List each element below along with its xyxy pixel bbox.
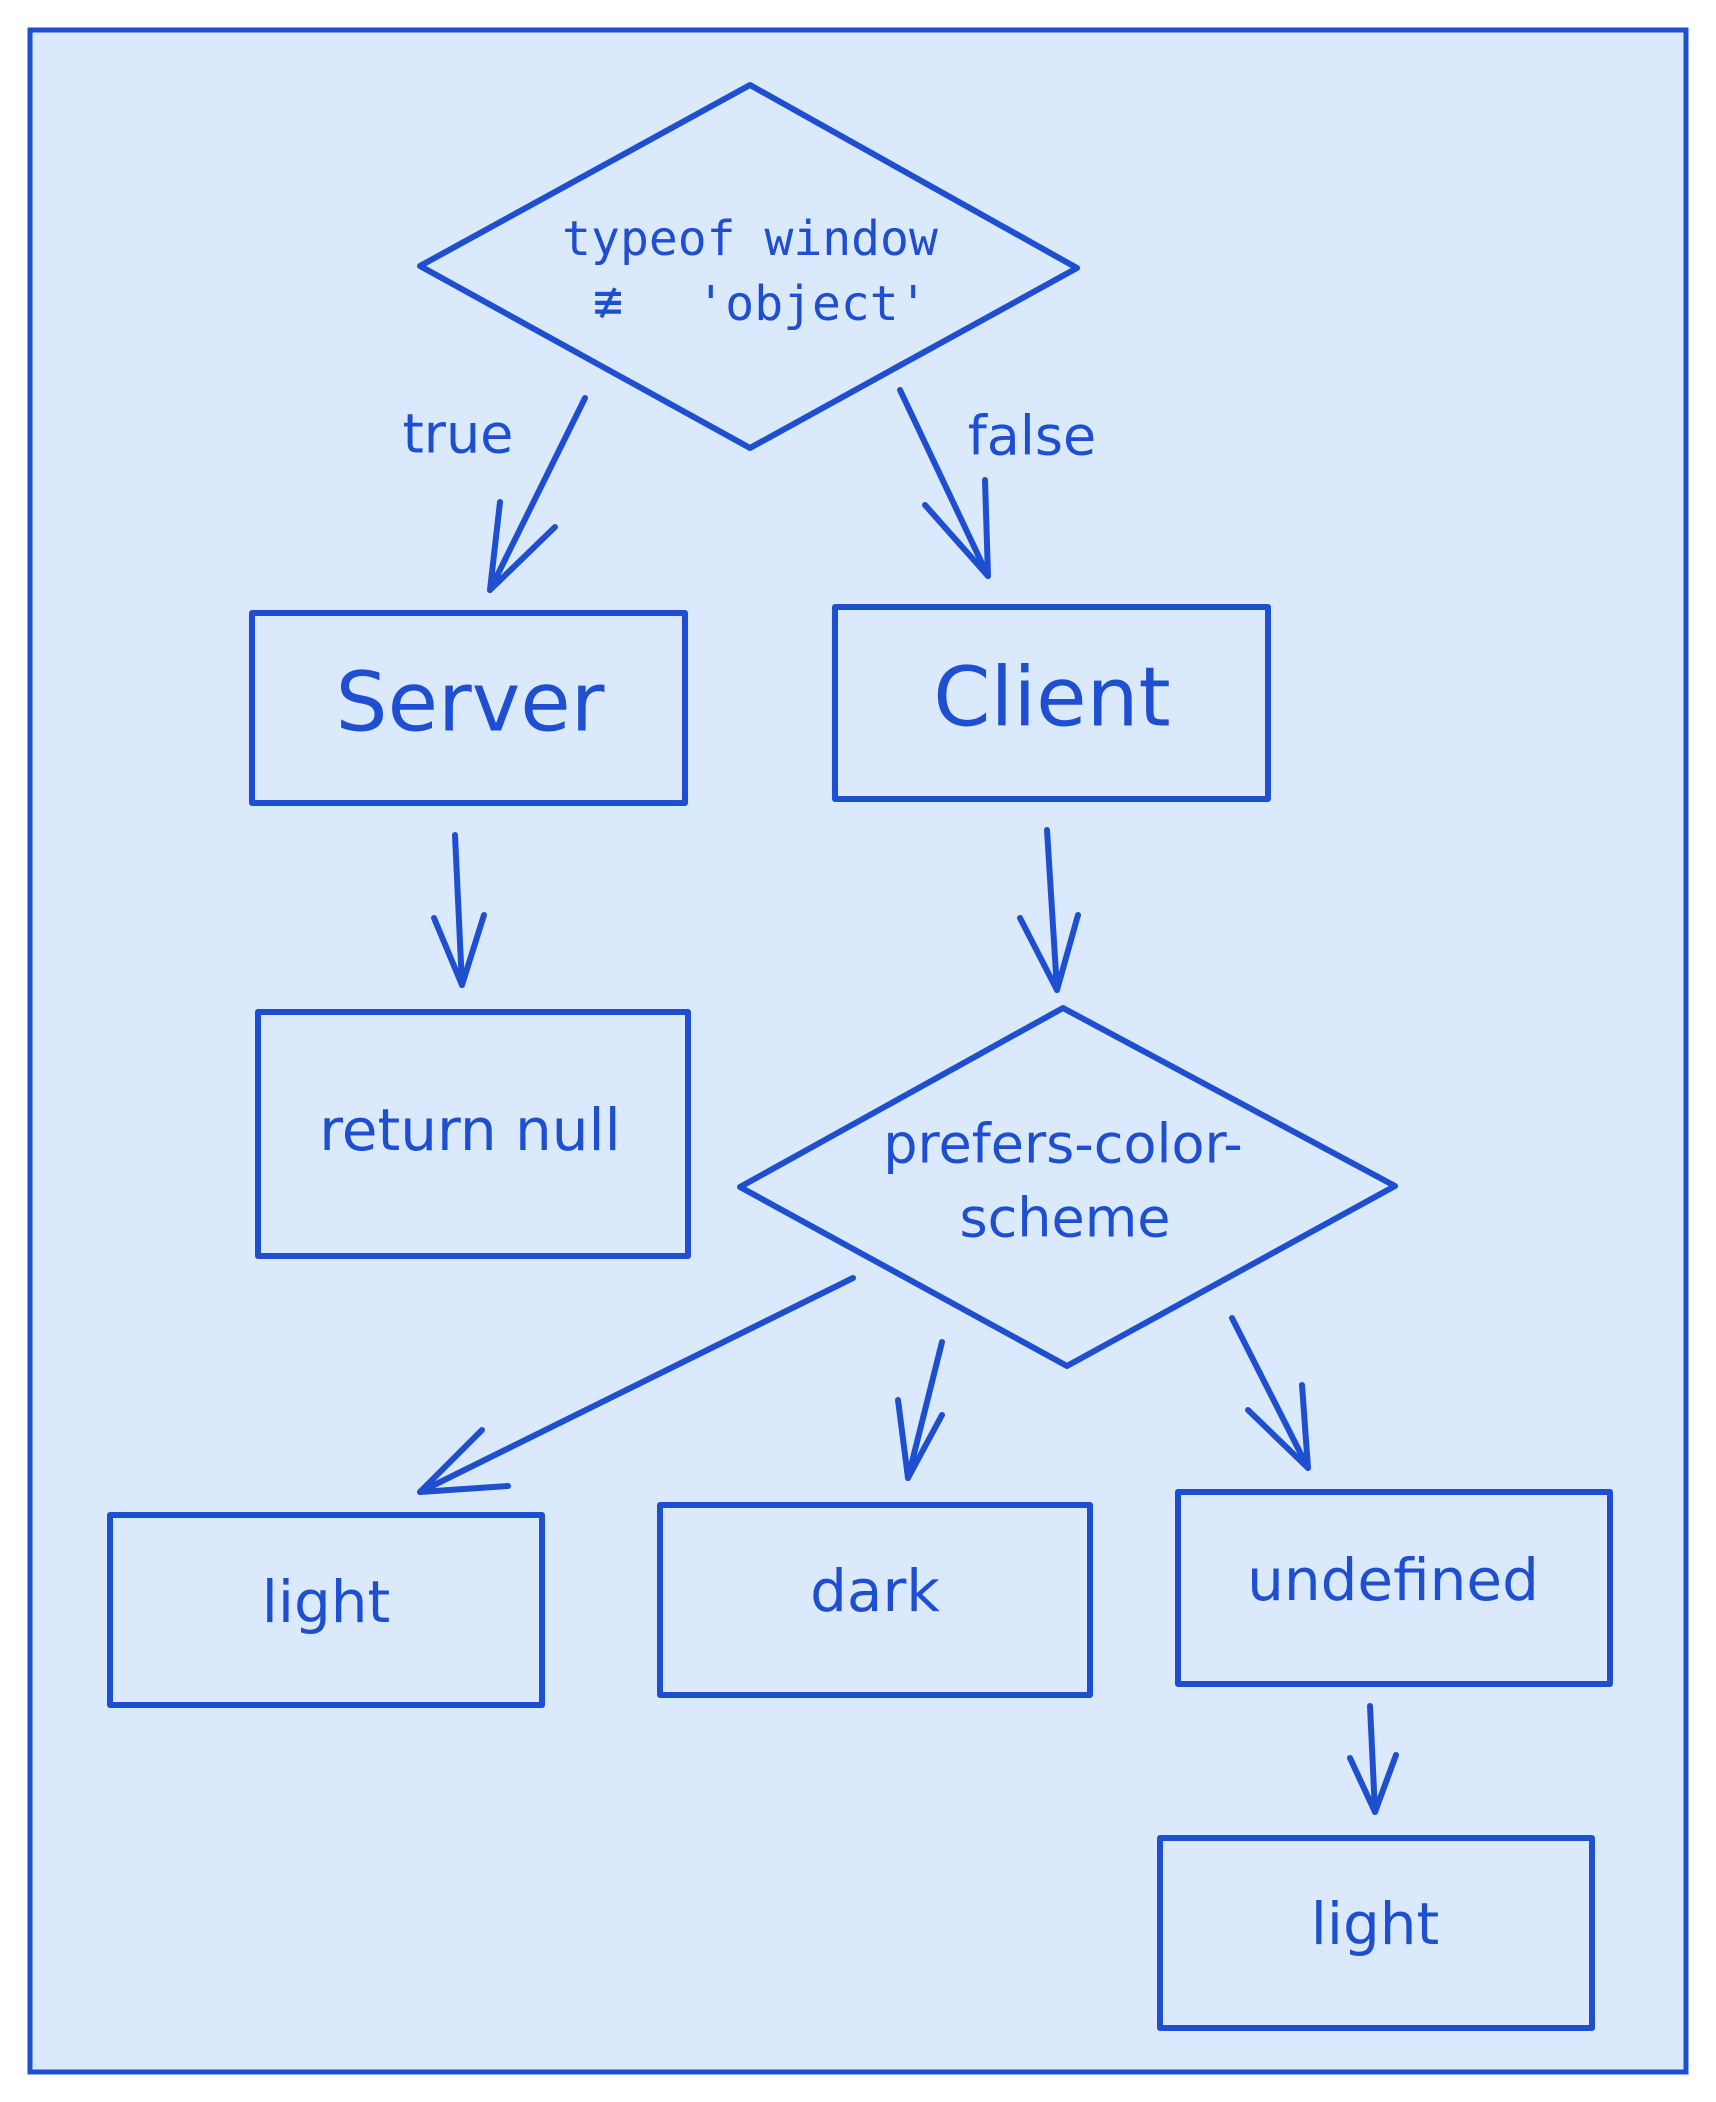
arrow-to-fallback-light: [1347, 1703, 1399, 1815]
server-label: Server: [336, 655, 605, 750]
arrow-to-undefined: [1229, 1315, 1311, 1471]
arrow-to-return-null: [431, 832, 487, 988]
fallback-light-box: [1157, 1835, 1595, 2031]
decision-window-operator: ≢: [593, 273, 623, 331]
arrow-to-scheme-decision: [1017, 827, 1081, 993]
arrow-to-dark: [895, 1339, 945, 1481]
undefined-box: [1175, 1489, 1613, 1687]
decision-scheme-line2: scheme: [959, 1187, 1170, 1250]
edge-label-false: false: [968, 405, 1096, 468]
dark-box: [657, 1502, 1093, 1698]
decision-window-line1: typeof window: [562, 211, 938, 267]
decision-window-line2: 'object': [696, 276, 927, 332]
decision-window-diamond: [417, 82, 1080, 451]
decision-scheme-diamond: [737, 1005, 1398, 1369]
dark-label: dark: [810, 1557, 940, 1625]
client-box: [832, 604, 1271, 802]
return-null-box: [255, 1009, 691, 1259]
arrow-to-client: [897, 387, 991, 579]
fallback-light-label: light: [1311, 1890, 1440, 1958]
client-label: Client: [933, 650, 1170, 745]
background-panel: [27, 27, 1689, 2075]
undefined-label: undefined: [1247, 1546, 1539, 1614]
arrow-to-light: [417, 1275, 856, 1495]
light-box: [107, 1512, 545, 1708]
edge-label-true: true: [403, 403, 514, 466]
decision-scheme-line1: prefers-color-: [883, 1113, 1243, 1176]
arrow-to-server: [487, 395, 588, 593]
server-box: [249, 610, 688, 806]
return-null-label: return null: [319, 1096, 621, 1164]
light-label: light: [262, 1568, 391, 1636]
